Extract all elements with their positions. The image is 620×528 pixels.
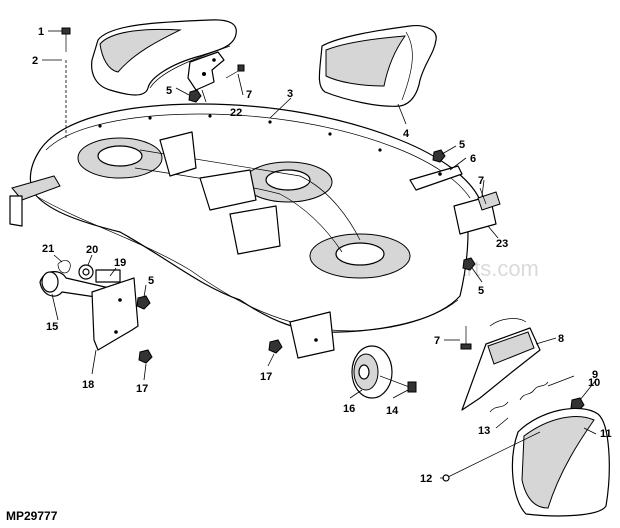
bolt-7-top (225, 64, 245, 79)
discharge-chute-11 (511, 407, 610, 517)
spring-9 (489, 381, 549, 413)
callout-14: 14 (386, 405, 399, 417)
callouts: 1 2 3 4 5 5 5 5 6 7 7 7 8 9 10 11 12 13 … (32, 26, 612, 485)
callout-19: 19 (114, 257, 126, 269)
bracket-22 (187, 51, 225, 91)
callout-5-right: 5 (459, 139, 465, 151)
callout-15: 15 (46, 321, 58, 333)
callout-1: 1 (38, 26, 44, 38)
nut-17-mid (268, 339, 283, 354)
callout-20: 20 (86, 244, 98, 256)
callout-5-mid: 5 (478, 285, 484, 297)
mower-deck (9, 103, 481, 359)
nut-5-right (432, 149, 446, 163)
callout-7-lower: 7 (434, 335, 440, 347)
rear-shield (318, 25, 437, 107)
wheel-arm-assembly (39, 260, 139, 351)
callout-22: 22 (230, 107, 242, 119)
nut-5-left (136, 295, 151, 310)
callout-12: 12 (420, 473, 432, 485)
callout-16: 16 (343, 403, 355, 415)
callout-7-right: 7 (478, 175, 484, 187)
nut-17-left (138, 349, 153, 364)
callout-13: 13 (478, 425, 490, 437)
callout-5-top: 5 (166, 85, 172, 97)
callout-4: 4 (403, 128, 410, 140)
bolt-1 (61, 27, 71, 52)
callout-5-left: 5 (148, 275, 154, 287)
callout-3: 3 (287, 88, 293, 100)
nut-5-top (188, 89, 202, 103)
callout-17-mid: 17 (260, 371, 272, 383)
drawing-number: MP29777 (6, 509, 58, 523)
callout-9: 9 (592, 369, 598, 381)
callout-23: 23 (496, 238, 508, 250)
bolt-7-right (479, 187, 487, 205)
rod-12 (442, 431, 541, 482)
callout-10: 10 (588, 377, 600, 389)
callout-2: 2 (32, 55, 38, 67)
chute-bracket-8 (461, 318, 541, 411)
bracket-6 (409, 165, 463, 191)
nut-5-mid (462, 257, 476, 271)
callout-6: 6 (470, 153, 476, 165)
callout-11: 11 (600, 428, 612, 440)
leader-lines (42, 30, 597, 479)
callout-17-left: 17 (136, 383, 148, 395)
front-shield (91, 19, 237, 96)
callout-8: 8 (558, 333, 564, 345)
gauge-wheel (351, 345, 417, 399)
bolt-7-lower (460, 326, 472, 350)
callout-21: 21 (42, 243, 54, 255)
callout-18: 18 (82, 379, 94, 391)
callout-7-top: 7 (246, 89, 252, 101)
